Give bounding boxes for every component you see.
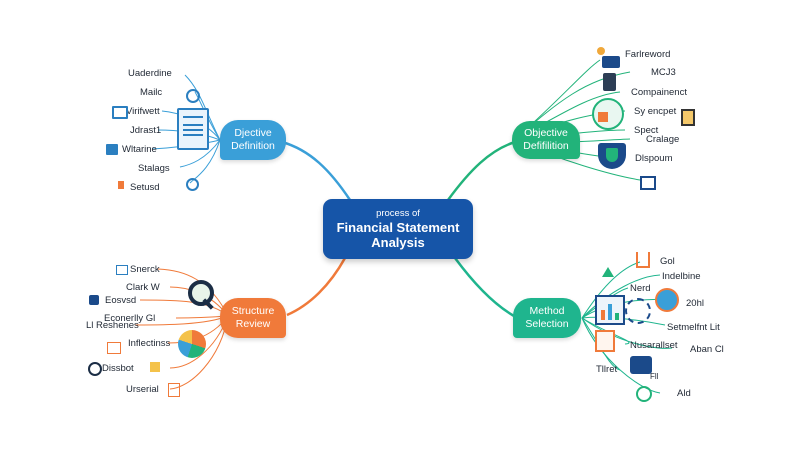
edge-bottom-left (286, 257, 347, 317)
bl-item-4[interactable]: Econerlly Gl (104, 313, 156, 324)
tl-item-3[interactable]: Virifwett (126, 106, 160, 117)
edge-top-left (281, 140, 352, 201)
target-icon (88, 362, 102, 376)
tr-item-4[interactable]: Sy encpet (634, 106, 677, 117)
tr-item-6[interactable]: Cralage (646, 134, 680, 145)
branch-bottom-right[interactable]: Method Selection (513, 298, 581, 338)
br-item-1[interactable]: Gol (660, 256, 675, 267)
br-item-8[interactable]: Tllret (596, 364, 618, 375)
edge-bottom-right (453, 257, 515, 318)
br-item-9[interactable]: Ald (677, 388, 691, 399)
br-item-4[interactable]: 20hl (686, 298, 704, 309)
bl-item-7[interactable]: Dissbot (102, 363, 134, 374)
central-subtitle: process of (376, 208, 420, 219)
laptop-icon (602, 56, 620, 68)
tr-item-5[interactable]: Spect (634, 125, 659, 136)
bar-icon (118, 181, 124, 189)
tl-item-4[interactable]: Jdrast1 (130, 125, 162, 136)
arrows-icon (116, 265, 128, 275)
tl-item-6[interactable]: Stalags (138, 163, 170, 174)
bl-item-5[interactable]: Ll Reshenes (86, 320, 139, 331)
branch-bottom-left[interactable]: Structure Review (220, 298, 286, 338)
br-item-6[interactable]: Nusarallset (630, 340, 678, 351)
tr-item-7[interactable]: Dlspoum (635, 153, 673, 164)
bank-icon (150, 362, 160, 372)
tl-item-5[interactable]: Wltarine (122, 144, 157, 155)
smiley-icon (636, 386, 652, 402)
document-icon (177, 108, 209, 150)
beaker-icon (636, 252, 650, 268)
phone-icon (603, 73, 616, 91)
tl-item-1[interactable]: Uaderdine (128, 68, 172, 79)
shield-check-icon (606, 148, 618, 162)
screen-icon (640, 176, 656, 190)
br-item-2[interactable]: Nerd (630, 283, 651, 294)
clipboard-icon (681, 109, 695, 126)
branch-top-left[interactable]: Djective Definition (220, 120, 286, 160)
tl-item-7[interactable]: Setusd (130, 182, 160, 193)
magnify-circle-icon (625, 298, 651, 324)
chart-icon (106, 144, 118, 155)
central-topic[interactable]: process of Financial Statement Analysis (323, 199, 473, 259)
branch-bottom-left-label: Structure Review (231, 305, 275, 330)
gauge-icon (592, 98, 624, 130)
central-title: Financial Statement Analysis (336, 220, 460, 250)
branch-top-right[interactable]: Objective Defifilition (512, 121, 580, 159)
tr-item-3[interactable]: Compainenct (631, 87, 687, 98)
tr-item-2[interactable]: MCJ3 (651, 67, 676, 78)
triangle-icon (602, 267, 614, 277)
tablet-icon (630, 356, 652, 374)
branch-top-left-label: Djective Definition (231, 127, 275, 152)
bl-item-8[interactable]: Urserial (126, 384, 159, 395)
bl-item-1[interactable]: Snerck (130, 264, 160, 275)
bl-item-3[interactable]: Eosvsd (105, 295, 137, 306)
house-icon (598, 112, 608, 122)
bl-item-6[interactable]: Inflectinss (128, 338, 171, 349)
tr-item-1[interactable]: Farlreword (625, 49, 671, 60)
monitor-icon (112, 106, 128, 119)
folder-icon (107, 342, 121, 354)
receipt-icon (168, 383, 180, 397)
br-badge: Fll (650, 372, 659, 381)
square-icon (89, 295, 99, 305)
circle-arrow-icon (186, 178, 199, 191)
bar-chart-icon (595, 295, 625, 325)
tl-item-2[interactable]: Mailc (140, 87, 163, 98)
br-item-3[interactable]: Indelbine (662, 271, 701, 282)
branch-bottom-right-label: Method Selection (525, 305, 569, 330)
br-item-7[interactable]: Aban Cl (690, 344, 724, 355)
br-item-5[interactable]: Setmelfnt Lit (667, 322, 720, 333)
globe-icon (655, 288, 679, 312)
magnifier-icon (188, 280, 214, 306)
settings-doc-icon (595, 330, 615, 352)
pie-chart-icon (178, 330, 206, 358)
branch-top-right-label: Objective Defifilition (523, 127, 569, 152)
brush-icon (597, 47, 605, 55)
edge-top-right (446, 140, 516, 201)
bl-item-2[interactable]: Clark W (126, 282, 160, 293)
circle-icon (186, 89, 200, 103)
